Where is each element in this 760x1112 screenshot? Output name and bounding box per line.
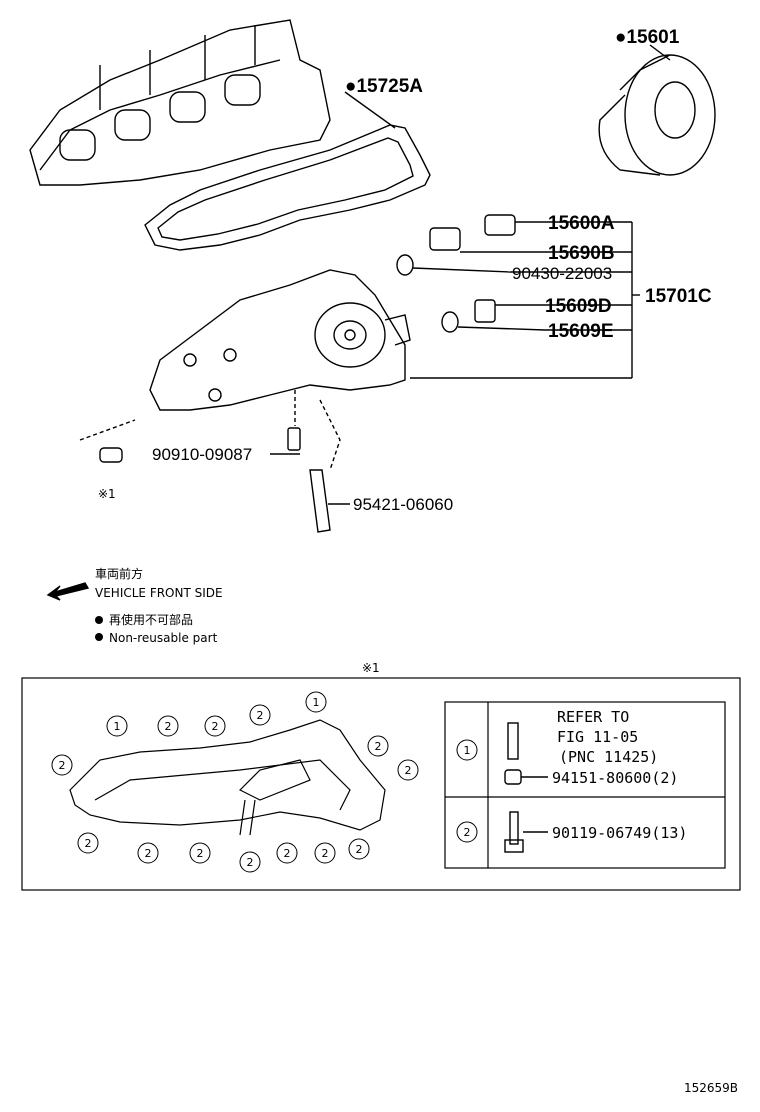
svg-text:2: 2 <box>356 843 363 856</box>
part-94151: 94151-80600(2) <box>552 769 678 787</box>
engine-block-outline <box>29 19 331 186</box>
svg-text:2: 2 <box>212 720 219 733</box>
part-15601: ●15601 <box>615 27 680 48</box>
gasket-90430 <box>396 254 511 276</box>
gasket-outline <box>144 91 431 251</box>
detail-fasteners <box>504 722 548 853</box>
part-15609E: 15609E <box>548 321 614 342</box>
svg-text:1: 1 <box>313 696 320 709</box>
part-15701C: 15701C <box>645 286 712 307</box>
part-90119: 90119-06749(13) <box>552 824 687 842</box>
part-95421: 95421-06060 <box>353 495 453 514</box>
gasket-15609E <box>441 311 546 333</box>
detail-callouts <box>51 691 478 873</box>
detail-sketch <box>69 719 386 836</box>
plug-15609D <box>474 299 540 323</box>
refer-line-1: REFER TO <box>557 708 629 726</box>
bracket-15701C <box>410 221 640 379</box>
svg-text:2: 2 <box>165 720 172 733</box>
svg-text:2: 2 <box>375 740 382 753</box>
table-key-2: 2 <box>464 826 471 839</box>
svg-text:2: 2 <box>145 847 152 860</box>
part-15600A: 15600A <box>548 213 615 234</box>
front-label-jp: 車両前方 <box>95 566 143 581</box>
bullet-icon <box>95 633 103 641</box>
part-15609D: 15609D <box>545 296 612 317</box>
bolt-90910 <box>270 390 301 455</box>
oil-filter-outline <box>598 44 716 176</box>
part-15725A: ●15725A <box>345 76 423 97</box>
front-arrow-icon <box>46 582 90 601</box>
ref-note-1: ※1 <box>98 487 116 501</box>
svg-text:2: 2 <box>247 856 254 869</box>
part-15690B: 15690B <box>548 243 615 264</box>
switch-15600A <box>484 214 545 236</box>
svg-text:2: 2 <box>197 847 204 860</box>
nonreuse-label-jp: 再使用不可部品 <box>109 612 193 627</box>
diagram-id: 152659B <box>684 1081 738 1095</box>
detail-title: ※1 <box>362 661 380 675</box>
nonreuse-label-en: Non-reusable part <box>109 631 218 645</box>
detail-frame <box>21 677 741 891</box>
svg-text:2: 2 <box>59 759 66 772</box>
front-label-en: VEHICLE FRONT SIDE <box>95 586 223 600</box>
switch-15690B <box>429 227 545 253</box>
bolt-small <box>79 419 136 463</box>
svg-text:2: 2 <box>257 709 264 722</box>
part-90430: 90430-22003 <box>512 264 612 283</box>
refer-line-3: (PNC 11425) <box>559 748 658 766</box>
svg-text:2: 2 <box>284 847 291 860</box>
refer-line-2: FIG 11-05 <box>557 728 638 746</box>
svg-text:2: 2 <box>85 837 92 850</box>
hose-95421 <box>309 399 350 533</box>
bullet-icon <box>95 616 103 624</box>
detail-table <box>444 701 726 869</box>
svg-text:2: 2 <box>405 764 412 777</box>
table-key-1: 1 <box>464 744 471 757</box>
svg-text:2: 2 <box>322 847 329 860</box>
oil-cooler-outline <box>149 269 411 411</box>
part-90910: 90910-09087 <box>152 445 252 464</box>
svg-text:1: 1 <box>114 720 121 733</box>
callout-numbers: 1 2 2 2 1 2 2 2 2 2 2 2 2 2 2 <box>59 696 412 869</box>
